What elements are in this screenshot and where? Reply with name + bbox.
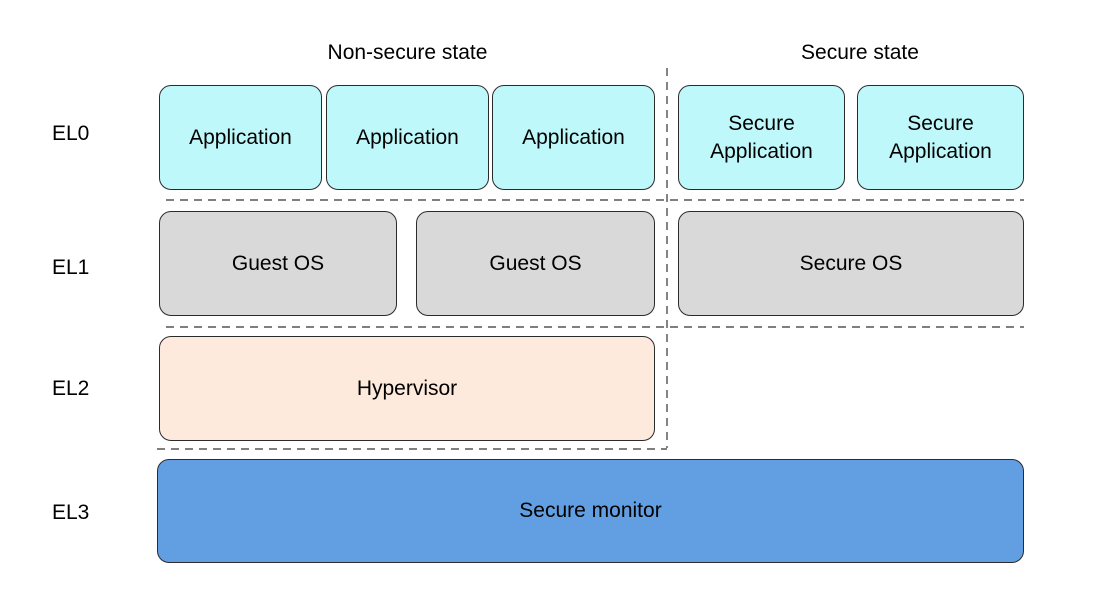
secure-monitor-box: Secure monitor [157,459,1024,563]
hypervisor-box: Hypervisor [159,336,655,441]
secure-application-label: Secure Application [710,111,813,163]
level-label-el2: EL2 [52,377,90,400]
application-box: Application [159,85,322,190]
application-label: Application [356,125,459,149]
level-label-el0: EL0 [52,122,90,145]
secure-application-box: Secure Application [678,85,845,190]
guest-os-label: Guest OS [231,251,325,275]
application-label: Application [189,125,292,149]
hypervisor-label: Hypervisor [356,376,458,400]
application-box: Application [492,85,655,190]
guest-os-label: Guest OS [489,251,582,275]
application-box: Application [326,85,489,190]
secure-state-heading: Secure state [801,41,919,64]
non-secure-state-heading: Non-secure state [327,41,488,64]
guest-os-box: Guest OS [159,211,397,316]
secure-application-box: Secure Application [857,85,1024,190]
guest-os-box: Guest OS [416,211,655,316]
level-label-el3: EL3 [52,501,90,524]
level-label-el1: EL1 [52,256,90,279]
secure-os-label: Secure OS [799,251,903,275]
application-label: Application [522,125,625,149]
secure-os-box: Secure OS [678,211,1024,316]
secure-monitor-label: Secure monitor [519,499,662,522]
secure-application-label: Secure Application [889,111,992,163]
